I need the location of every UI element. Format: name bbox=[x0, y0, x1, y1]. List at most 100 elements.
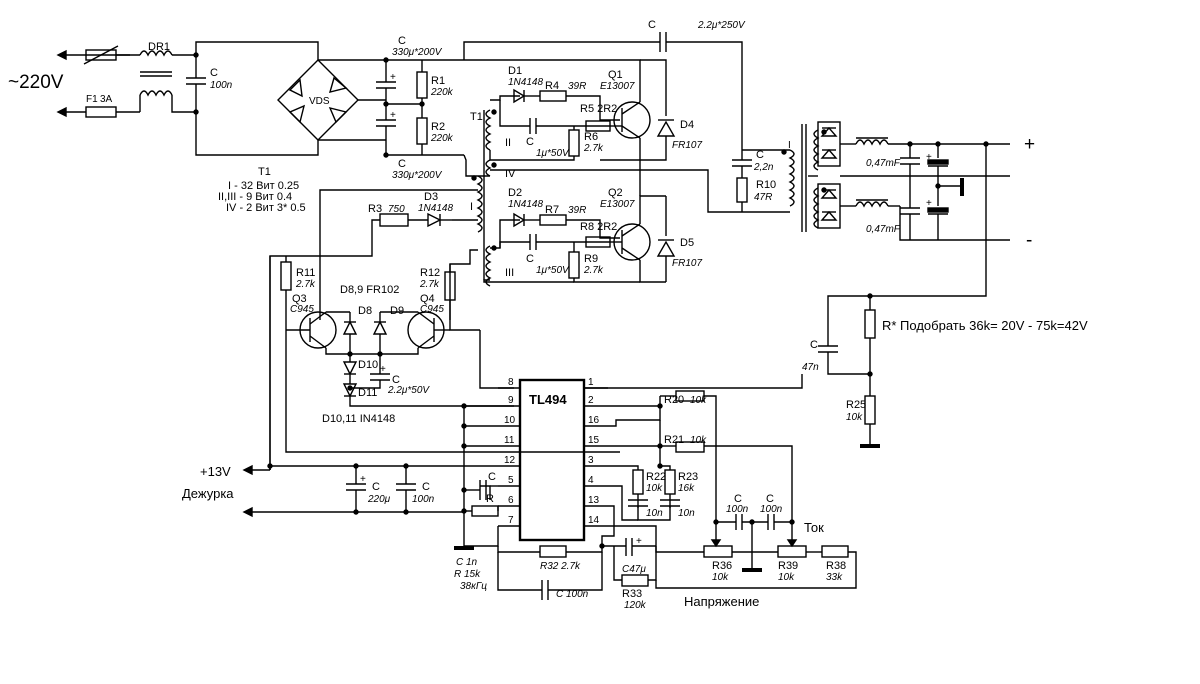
t1-spec-line2: II,III - 9 Вит 0.4 bbox=[218, 191, 292, 203]
svg-text:+: + bbox=[380, 364, 386, 375]
c-q1-label: C bbox=[526, 136, 534, 148]
r4-label: R4 bbox=[545, 80, 559, 92]
frequency-label: 38кГц bbox=[460, 581, 487, 592]
c-fb-value: 47n bbox=[802, 362, 819, 373]
c-r39-label: C bbox=[766, 493, 774, 505]
output-rectifier: 0,47mF 0,47mF + + + - bbox=[808, 121, 1035, 251]
r9-value: 2.7k bbox=[583, 265, 604, 276]
r5-label: R5 2R2 bbox=[580, 103, 617, 115]
c-r39-value: 100n bbox=[760, 504, 783, 515]
standby-supply: +13V Дежурка + C 220μ C 100n bbox=[182, 463, 464, 518]
feedback-divider: C 47n R* Подобрать 36k= 20V - 75k=42V R2… bbox=[584, 144, 1088, 448]
t1-spec-line1: I - 32 Вит 0.25 bbox=[228, 180, 299, 192]
pin-6: 6 bbox=[508, 495, 514, 506]
r39-label: R39 bbox=[778, 560, 798, 572]
r-rt-label: R bbox=[486, 493, 494, 505]
r33-label: R33 bbox=[622, 588, 642, 600]
r10-value: 47R bbox=[754, 192, 772, 203]
snubber-rc: C 2,2n R10 47R bbox=[732, 149, 790, 212]
r21-value: 10k bbox=[690, 435, 707, 446]
c-ct-note: C 1n bbox=[456, 557, 478, 568]
winding-i-label: I bbox=[470, 201, 473, 213]
r1-label: R1 bbox=[431, 75, 445, 87]
c47-label: C47μ bbox=[622, 564, 646, 575]
c-snub-label: C bbox=[756, 149, 764, 161]
pin-11: 11 bbox=[504, 435, 515, 446]
d3-label: D3 bbox=[424, 191, 438, 203]
svg-text:+: + bbox=[390, 110, 396, 121]
pin-1: 1 bbox=[588, 377, 594, 388]
mains-label: ~220V bbox=[8, 72, 64, 93]
ic-label: TL494 bbox=[529, 392, 567, 407]
r38-label: R38 bbox=[826, 560, 846, 572]
c-top-label: C bbox=[648, 19, 656, 31]
c-r23-value: 10n bbox=[678, 508, 695, 519]
voltage-label: Напряжение bbox=[684, 594, 759, 609]
c-r36-value: 100n bbox=[726, 504, 749, 515]
r36-value: 10k bbox=[712, 572, 729, 583]
r4-value: 39R bbox=[568, 81, 586, 92]
r8-label: R8 2R2 bbox=[580, 221, 617, 233]
c-r36-label: C bbox=[734, 493, 742, 505]
pin-14: 14 bbox=[588, 515, 600, 526]
tl494-left-network: C R C 1n R 15k 38кГц R32 2.7k C 100n bbox=[270, 403, 603, 600]
r-rt-note: R 15k bbox=[454, 569, 481, 580]
r12-label: R12 bbox=[420, 267, 440, 279]
c-q1-value: 1μ*50V bbox=[536, 148, 570, 159]
transformer-t1-drive: T1 II III IV I bbox=[463, 109, 790, 287]
compensation-network: + C47μ R33 120k Напряжение bbox=[602, 536, 759, 611]
mains-input: ~220V F1 3A DR1 C 100 bbox=[8, 41, 319, 156]
r9-label: R9 bbox=[584, 253, 598, 265]
misc-wiring bbox=[269, 256, 271, 470]
q2-stage: D2 1N4148 R7 39R C 1μ*50V R8 2R2 R9 2.7k… bbox=[483, 160, 702, 283]
c-sb2-label: C bbox=[422, 481, 430, 493]
t1-spec: T1 I - 32 Вит 0.25 II,III - 9 Вит 0.4 IV… bbox=[218, 166, 306, 214]
c-in-label: C bbox=[210, 67, 218, 79]
r3-label: R3 bbox=[368, 203, 382, 215]
q1-value: E13007 bbox=[600, 81, 635, 92]
r36-label: R36 bbox=[712, 560, 732, 572]
r39-value: 10k bbox=[778, 572, 795, 583]
winding-iii-label: III bbox=[505, 267, 514, 279]
svg-text:+: + bbox=[926, 152, 932, 163]
out-cap2-label: 0,47mF bbox=[866, 224, 901, 235]
winding-iv-label: IV bbox=[505, 168, 516, 180]
q3-value: C945 bbox=[290, 304, 314, 315]
r12-value: 2.7k bbox=[419, 279, 440, 290]
f1-value: 3A bbox=[100, 94, 113, 105]
c-top-value: 2.2μ*250V bbox=[697, 20, 746, 31]
c-ct-label: C bbox=[488, 471, 496, 483]
input-capacitor: C 100n bbox=[186, 55, 233, 112]
c-bulk-bot-value: 330μ*200V bbox=[392, 170, 443, 181]
d10-label: D10 bbox=[358, 359, 378, 371]
pin-13: 13 bbox=[588, 495, 600, 506]
svg-text:+: + bbox=[360, 474, 366, 485]
pin-3: 3 bbox=[588, 455, 594, 466]
r23-label: R23 bbox=[678, 471, 698, 483]
r1-value: 220k bbox=[430, 87, 454, 98]
r32-label: R32 2.7k bbox=[540, 561, 581, 572]
r33-value: 120k bbox=[624, 600, 647, 611]
c-r22-value: 10n bbox=[646, 508, 663, 519]
d2-value: 1N4148 bbox=[508, 199, 543, 210]
adjust-pots: R36 10k R39 10k R38 33k C 100n C 100n То… bbox=[655, 493, 857, 589]
svg-text:+: + bbox=[926, 198, 932, 209]
diode-bridge-vds: VDS bbox=[277, 59, 386, 141]
r20-value: 10k bbox=[690, 395, 707, 406]
driver-stage: R3 750 D3 1N4148 R11 2.7k R12 2.7k D8,9 … bbox=[269, 189, 620, 470]
r20-label: R20 bbox=[664, 394, 684, 406]
q2-value: E13007 bbox=[600, 199, 635, 210]
pin-7: 7 bbox=[508, 515, 514, 526]
d11-label: D11 bbox=[358, 387, 377, 399]
r7-label: R7 bbox=[545, 204, 559, 216]
d1011-label: D10,11 IN4148 bbox=[322, 413, 395, 425]
d9-label: D9 bbox=[390, 305, 404, 317]
dr1-label: DR1 bbox=[148, 41, 170, 53]
c-q2-label: C bbox=[526, 253, 534, 265]
q3-label: Q3 bbox=[292, 293, 307, 305]
current-label: Ток bbox=[804, 520, 824, 535]
top-capacitor: C 2.2μ*250V bbox=[463, 19, 746, 150]
plus13v-label: +13V bbox=[200, 464, 231, 479]
r6-value: 2.7k bbox=[583, 143, 604, 154]
